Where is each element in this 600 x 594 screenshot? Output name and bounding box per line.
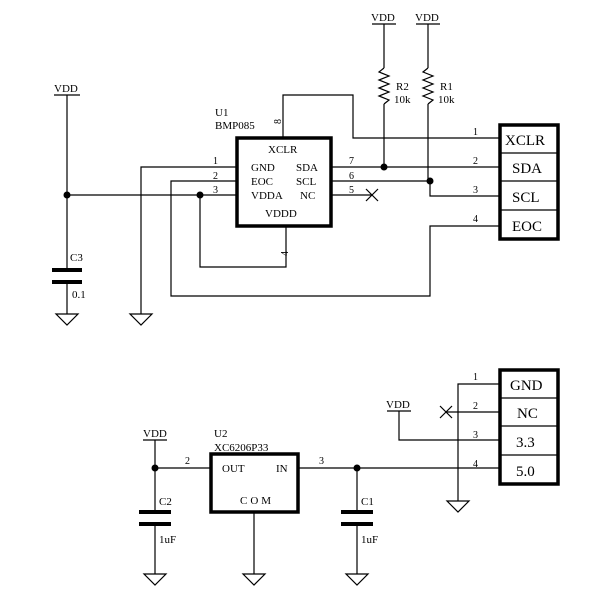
- schematic-label: 1uF: [361, 534, 378, 546]
- schematic-label: C1: [361, 496, 374, 508]
- junction-out: [151, 464, 159, 472]
- schematic-label: VDDA: [251, 190, 283, 202]
- schematic-label: SDA: [512, 161, 542, 177]
- schematic-label: VDD: [143, 428, 167, 440]
- schematic-label: 3: [319, 456, 324, 467]
- schematic-label: VDD: [54, 83, 78, 95]
- schematic-label: 10k: [438, 94, 455, 106]
- schematic-label: XC6206P33: [214, 442, 269, 454]
- schematic-label: EOC: [512, 219, 542, 235]
- schematic-label: VDD: [371, 12, 395, 24]
- schematic-label: 1: [473, 372, 478, 383]
- connector-top: XCLR SDA SCL EOC 1 2 3 4: [473, 123, 560, 241]
- schematic-label: 4: [473, 459, 478, 470]
- schematic-label: VDD: [386, 399, 410, 411]
- schematic-label: U1: [215, 107, 228, 119]
- schematic-label: SDA: [296, 162, 318, 174]
- schematic-label: C3: [70, 252, 83, 264]
- schematic-label: SCL: [296, 176, 316, 188]
- ground-symbol-c2: [143, 567, 167, 586]
- ground-symbol-u2: [242, 567, 266, 586]
- no-connect-mark-nc: [365, 188, 379, 202]
- no-connect-mark-connector: [439, 405, 453, 419]
- schematic-label: U2: [214, 428, 227, 440]
- schematic-label: BMP085: [215, 120, 255, 132]
- schematic-label: 5.0: [516, 464, 535, 480]
- schematic-label: OUT: [222, 463, 245, 475]
- capacitor-c2: VDD C2 1uF: [139, 428, 211, 586]
- capacitor-c3: C3 0.1: [52, 252, 86, 326]
- schematic-label: 2: [473, 401, 478, 412]
- ground-symbol-u1: [129, 307, 153, 326]
- schematic-label: 5: [349, 185, 354, 196]
- schematic-label: 10k: [394, 94, 411, 106]
- resistor-r2: VDD R2 10k: [371, 12, 411, 167]
- schematic-label: R1: [440, 81, 453, 93]
- resistor-r1: VDD R1 10k: [415, 12, 455, 181]
- schematic-label: GND: [251, 162, 275, 174]
- schematic-label: 1: [213, 156, 218, 167]
- u1-pin4-number: 4: [280, 251, 291, 256]
- schematic-label: 0.1: [72, 289, 86, 301]
- schematic-label: 7: [349, 156, 354, 167]
- ground-symbol-connector: [446, 494, 470, 513]
- schematic-label: 3: [473, 430, 478, 441]
- schematic-label: 8: [273, 119, 284, 124]
- schematic-label: NC: [517, 406, 538, 422]
- schematic-label: 1: [473, 127, 478, 138]
- schematic-label: VDD: [415, 12, 439, 24]
- schematic-label: 2: [473, 156, 478, 167]
- schematic-label: 1uF: [159, 534, 176, 546]
- schematic-label: IN: [276, 463, 288, 475]
- schematic-label: XCLR: [505, 133, 545, 149]
- ground-symbol-c1: [345, 567, 369, 586]
- schematic-label: SCL: [512, 190, 540, 206]
- u1-xclr-net: 8: [273, 94, 500, 139]
- schematic-label: C2: [159, 496, 172, 508]
- schematic-label: EOC: [251, 176, 273, 188]
- schematic-label: 2: [185, 456, 190, 467]
- schematic-label: 6: [349, 171, 354, 182]
- ground-symbol-c3: [55, 307, 79, 326]
- schematic-label: COM: [240, 495, 274, 507]
- schematic-label: VDDD: [265, 208, 297, 220]
- schematic-label: 3: [473, 185, 478, 196]
- vdd-left: VDD: [54, 83, 80, 268]
- schematic-label: NC: [300, 190, 315, 202]
- capacitor-c1: C1 1uF: [298, 464, 500, 586]
- schematic-label: 2: [213, 171, 218, 182]
- schematic-label: 4: [473, 214, 478, 225]
- u1-right-pins: 7 6 5: [331, 156, 500, 202]
- schematic-label: XCLR: [268, 144, 298, 156]
- connector-bottom: GND NC 3.3 5.0 1 2 3 4 VDD: [386, 368, 560, 513]
- ic-u1-bmp085: U1 BMP085 XCLR GND EOC VDDA SDA SCL NC V…: [215, 107, 333, 228]
- schematic-label: 3.3: [516, 435, 535, 451]
- schematic-label: GND: [510, 378, 543, 394]
- u1-left-pins: 1 2 3: [67, 156, 500, 326]
- schematic-label: 3: [213, 185, 218, 196]
- ic-u2-xc6206p33: U2 XC6206P33 OUT IN COM 2 3: [185, 428, 324, 586]
- schematic-label: R2: [396, 81, 409, 93]
